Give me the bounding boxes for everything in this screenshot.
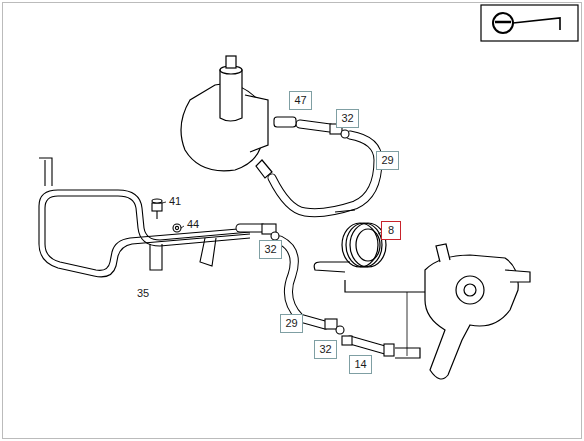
callout-number: 32 [264,244,276,255]
callout-number: 14 [354,359,366,370]
callout-box: 29 [280,314,303,333]
callout-number: 8 [388,225,394,236]
callout-number: 32 [341,113,353,124]
callout-box: 32 [259,240,282,259]
callout-number: 32 [319,344,331,355]
callout-number: 29 [285,318,297,329]
callout-box: 14 [349,355,372,374]
callout-box: 32 [336,109,359,128]
callout-number: 29 [381,155,393,166]
part-number: 44 [186,219,200,230]
callout-box: 32 [314,340,337,359]
callout-box: 47 [289,91,312,110]
callout-box: 8 [381,221,401,240]
callout-number: 47 [294,95,306,106]
callout-box: 29 [376,151,399,170]
part-number: 41 [168,196,182,207]
part-number: 35 [136,288,150,299]
